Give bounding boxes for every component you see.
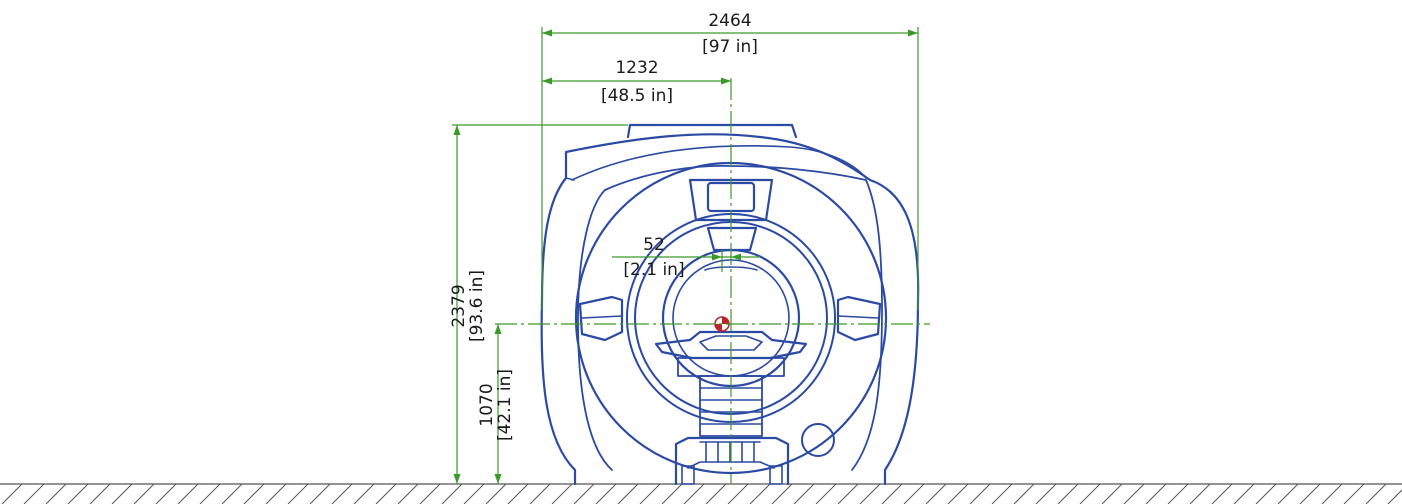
right-pod-line <box>837 315 879 319</box>
dim-overall-width-imperial: [97 in] <box>702 37 758 57</box>
dim-offset-imperial: [2.1 in] <box>623 260 684 280</box>
bore-top-detail <box>704 266 758 271</box>
dim-half-width-value: 1232 <box>615 58 658 78</box>
inner-right-curve <box>851 179 883 471</box>
arrow-offset-left <box>712 253 722 261</box>
table-base <box>674 436 790 486</box>
mri-scanner <box>540 123 920 486</box>
left-cap-line <box>565 177 575 181</box>
right-caster <box>769 465 783 485</box>
cradle-inner <box>699 335 763 351</box>
patient-cradle <box>654 330 808 360</box>
arrow-half-width-left <box>542 77 552 85</box>
base-connectors <box>699 441 761 463</box>
dim-half-width-imperial: [48.5 in] <box>601 86 673 106</box>
front-cover-seam <box>604 164 867 191</box>
floor-hatching <box>0 483 1402 504</box>
emergency-stop-knob <box>801 423 835 457</box>
dim-overall-width-value: 2464 <box>708 11 751 31</box>
dim-overall-height-value: 2379 <box>449 284 469 327</box>
arrow-overall-height-bottom <box>453 474 461 484</box>
floor <box>0 483 1402 504</box>
left-pod-line <box>581 315 623 319</box>
arrow-half-width-right <box>721 77 731 85</box>
right-control-pod <box>836 295 882 342</box>
dim-isocenter-height-imperial: [42.1 in] <box>495 369 515 441</box>
arrow-overall-width-left <box>542 29 552 37</box>
arrow-overall-width-right <box>908 29 918 37</box>
dim-isocenter-height-value: 1070 <box>477 383 497 426</box>
base-bracket <box>687 461 775 469</box>
arrow-overall-height-top <box>453 125 461 135</box>
arrow-offset-right <box>731 253 741 261</box>
cover-seam-top <box>571 145 867 181</box>
outer-housing <box>540 133 920 486</box>
display-bezel <box>688 178 774 222</box>
arrow-isocenter-height-top <box>494 324 502 334</box>
left-caster <box>681 465 695 485</box>
dim-offset-value: 52 <box>643 235 665 255</box>
dimension-labels: 2464 [97 in] 1232 [48.5 in] 52 [2.1 in] … <box>449 11 758 441</box>
dimension-arrows <box>453 29 918 484</box>
dim-overall-height-imperial: [93.6 in] <box>467 270 487 342</box>
top-cap <box>626 123 798 139</box>
arrow-isocenter-height-bottom <box>494 474 502 484</box>
left-control-pod <box>578 295 624 342</box>
inner-left-curve <box>577 189 613 471</box>
dimension-lines <box>452 27 930 484</box>
display-lower-tab <box>706 226 758 252</box>
